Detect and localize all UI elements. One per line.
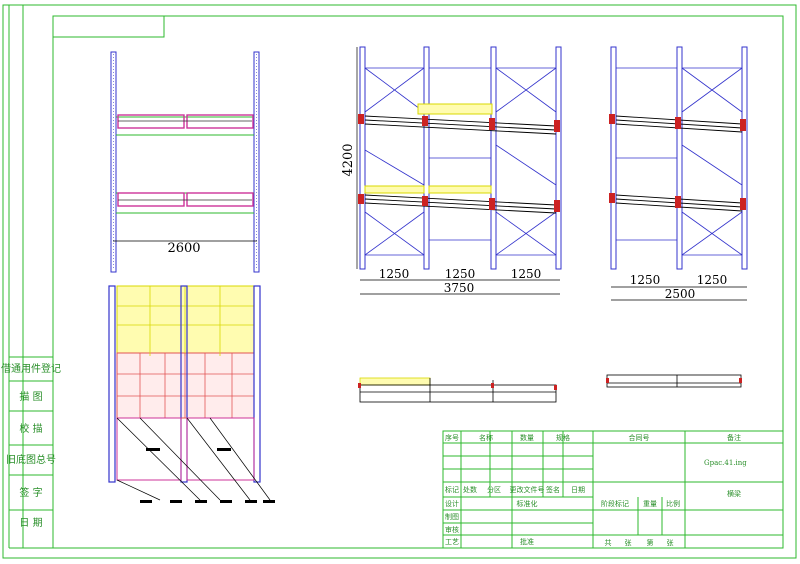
rev-doc: 更改文件号 [510, 485, 545, 494]
front-view-3-bay: 4200 1250 1250 1250 3750 [341, 46, 562, 295]
std-label: 标准化 [517, 499, 538, 508]
top-view-2-bay [606, 374, 742, 388]
role-review: 审核 [445, 525, 459, 534]
strip-cell-0: 借通用件登记 [1, 362, 61, 375]
drawing-name: 横梁 [727, 489, 741, 498]
strip-cell-4: 签 字 [19, 486, 42, 499]
weight-label: 重量 [643, 500, 657, 508]
strip-cell-2: 校 描 [19, 422, 42, 435]
sheet-no: 第 [647, 538, 654, 547]
bay-dim-3: 1250 [511, 267, 542, 281]
sheet-total: 共 [605, 538, 612, 547]
height-dim: 4200 [341, 143, 356, 176]
total-dim-a: 3750 [444, 281, 475, 295]
side-view-width-dim: 2600 [167, 241, 200, 256]
scale-label: 比例 [666, 499, 680, 508]
role-draft: 制图 [445, 512, 459, 521]
drawing-number: Gpac.41.ing [704, 459, 747, 467]
side-view: 2600 [110, 51, 260, 273]
plan-view [108, 285, 275, 503]
bay-dim-b-1: 1250 [630, 273, 661, 287]
rev-date: 日期 [571, 486, 585, 494]
strip-cell-5: 日 期 [19, 517, 42, 529]
rev-zone: 分区 [487, 485, 501, 494]
strip-cell-1: 描 图 [19, 390, 42, 403]
col-name: 名称 [479, 433, 493, 442]
col-remarks: 备注 [727, 433, 741, 442]
sheet-frame [2, 4, 797, 559]
total-dim-b: 2500 [665, 287, 696, 301]
rev-mark: 标记 [445, 485, 459, 494]
rev-count: 处数 [463, 485, 477, 494]
bay-dim-b-2: 1250 [697, 273, 728, 287]
front-view-2-bay: 1250 1250 2500 [609, 46, 748, 301]
bay-dim-2: 1250 [445, 267, 476, 281]
left-strip-labels: 借通用件登记 描 图 校 描 旧底图总号 签 字 日 期 [1, 362, 61, 529]
stage-label: 阶段标记 [601, 499, 629, 508]
top-view-3-bay [358, 377, 557, 403]
strip-cell-3: 旧底图总号 [6, 453, 56, 466]
col-seq: 序号 [445, 433, 459, 442]
title-block [442, 430, 784, 549]
col-qty: 数量 [520, 433, 534, 442]
bay-dim-1: 1250 [379, 267, 410, 281]
title-block-text: 序号 名称 数量 规格 合同号 备注 Gpac.41.ing 横梁 标记 处数 … [445, 433, 747, 547]
sheet-unit-2: 张 [667, 538, 674, 547]
role-process: 工艺 [445, 538, 459, 546]
role-design: 设计 [445, 499, 459, 508]
approve-label: 批准 [520, 537, 534, 546]
col-spec: 规格 [556, 433, 570, 442]
sheet-unit-1: 张 [625, 538, 632, 547]
rev-sign: 签名 [546, 485, 560, 494]
col-contract: 合同号 [629, 433, 650, 442]
